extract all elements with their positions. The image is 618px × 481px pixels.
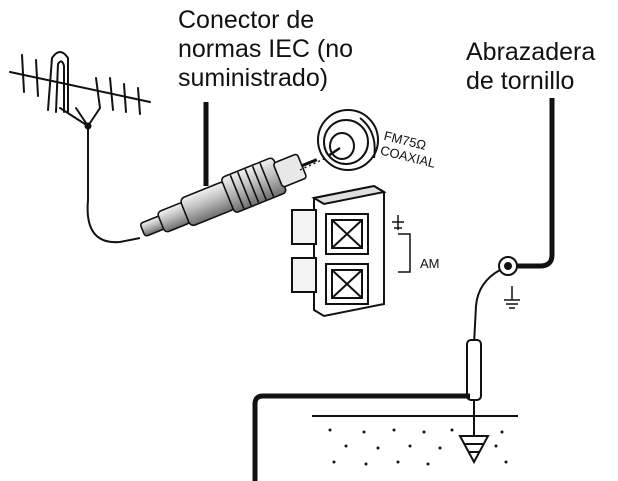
antenna-icon [9, 51, 151, 201]
iec-plug-icon [139, 153, 318, 237]
terminal-block-icon [291, 184, 387, 318]
antenna-feed-point [84, 122, 92, 130]
iec-connector-label: Conector de normas IEC (no suministrado) [178, 6, 354, 92]
ground-rod-icon [458, 339, 490, 465]
antenna-cable [86, 199, 141, 244]
ground-lead [473, 269, 501, 345]
screw-clamp-icon [498, 256, 518, 276]
coaxial-socket-icon [317, 109, 379, 171]
screw-clamp-label: Abrazadera de tornillo [466, 38, 596, 95]
ground-icon [504, 286, 520, 309]
soil-dots [328, 428, 508, 466]
am-terminal-label: AM [420, 256, 440, 271]
equipment-outline [252, 393, 470, 481]
am-bracket [392, 215, 411, 273]
ground-wire [516, 98, 555, 269]
